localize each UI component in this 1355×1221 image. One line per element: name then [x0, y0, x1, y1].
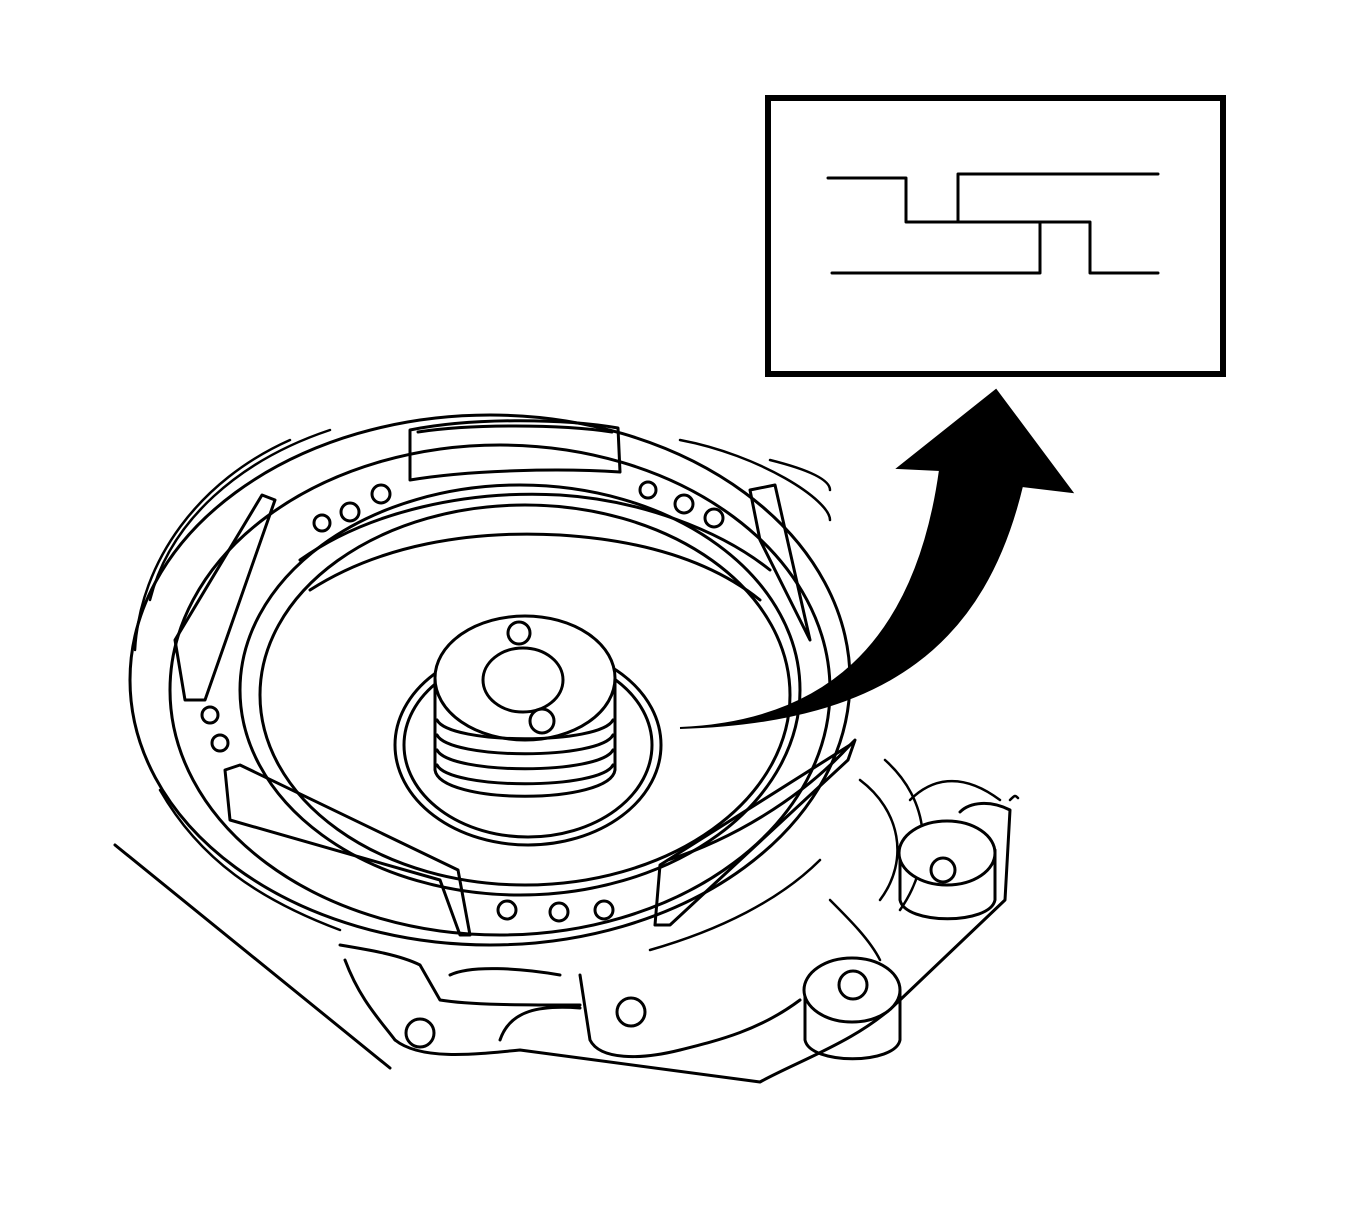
detail-inset	[765, 95, 1226, 377]
callout-arrow	[679, 388, 1075, 729]
inner-ring	[238, 483, 802, 897]
bosses	[404, 819, 997, 1061]
ring-joint-step	[1038, 220, 1160, 275]
center-hub	[393, 614, 663, 847]
ring-joint-lower-edge	[956, 172, 1160, 224]
ring-joint-upper-edge	[826, 176, 1042, 275]
ring-tabs	[173, 419, 857, 937]
housing	[113, 758, 1020, 1084]
ring-holes	[200, 480, 725, 923]
